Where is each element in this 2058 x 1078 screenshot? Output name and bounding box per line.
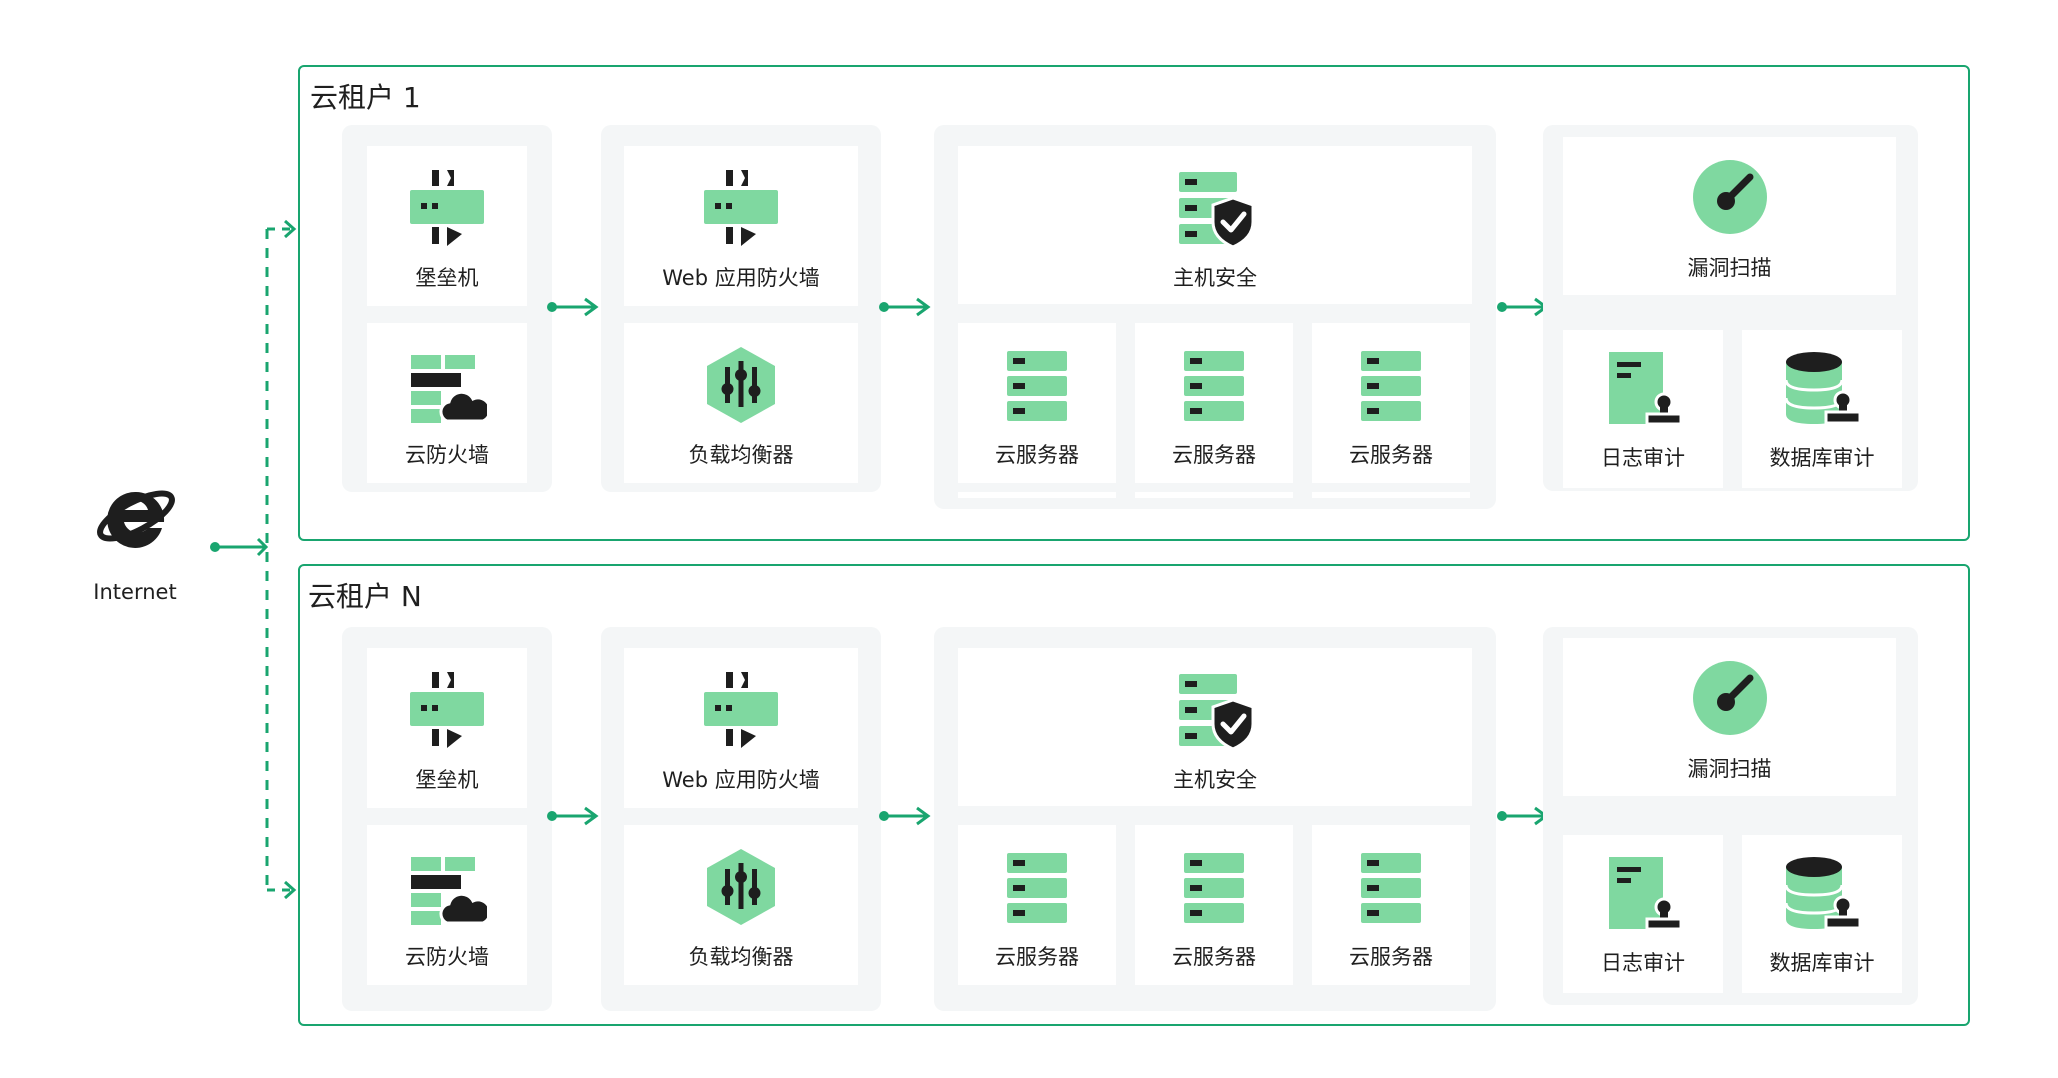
- card-label: 云服务器: [1349, 945, 1433, 969]
- card-cloud-server: 云服务器: [958, 825, 1116, 985]
- stack-edge: [958, 492, 1116, 498]
- card-label: 云防火墙: [405, 945, 489, 969]
- internet-explorer-icon: [90, 480, 180, 562]
- card-label: 数据库审计: [1769, 951, 1875, 975]
- card-label: 主机安全: [1173, 266, 1257, 290]
- bastion-host-icon: [407, 168, 487, 248]
- flow-arrow-icon: [547, 806, 601, 826]
- database-audit-icon: [1782, 350, 1862, 430]
- card-label: 云防火墙: [405, 443, 489, 467]
- card-label: 负载均衡器: [688, 443, 794, 467]
- card-load-balancer: 负载均衡器: [624, 825, 858, 985]
- card-cloud-server: 云服务器: [1312, 825, 1470, 985]
- load-balancer-icon: [701, 847, 781, 927]
- host-security-icon: [1175, 170, 1255, 250]
- card-cloud-server: 云服务器: [1312, 323, 1470, 483]
- tenant-title: 云租户 N: [308, 580, 422, 613]
- card-database-audit: 数据库审计: [1742, 835, 1902, 993]
- card-cloud-firewall: 云防火墙: [367, 825, 527, 985]
- card-label: 漏洞扫描: [1687, 757, 1772, 781]
- card-label: 日志审计: [1601, 951, 1685, 975]
- card-waf: Web 应用防火墙: [624, 146, 858, 306]
- stack-edge: [1312, 492, 1470, 498]
- load-balancer-icon: [701, 345, 781, 425]
- cloud-firewall-icon: [407, 349, 487, 429]
- card-label: 堡垒机: [415, 768, 479, 792]
- card-bastion-host: 堡垒机: [367, 146, 527, 306]
- card-label: 主机安全: [1173, 768, 1257, 792]
- card-cloud-firewall: 云防火墙: [367, 323, 527, 483]
- tenant-box-n: [298, 564, 1970, 1026]
- stack-edge: [1135, 492, 1293, 498]
- waf-icon: [701, 670, 781, 750]
- card-database-audit: 数据库审计: [1742, 330, 1902, 488]
- log-audit-icon: [1603, 855, 1683, 935]
- card-label: 堡垒机: [415, 266, 479, 290]
- flow-arrow-icon: [879, 806, 933, 826]
- card-label: 负载均衡器: [688, 945, 794, 969]
- card-cloud-server: 云服务器: [1135, 323, 1293, 483]
- vulnerability-scan-icon: [1690, 157, 1770, 237]
- database-audit-icon: [1782, 855, 1862, 935]
- internet-label: Internet: [93, 580, 177, 604]
- waf-icon: [701, 168, 781, 248]
- flow-arrow-icon: [879, 297, 933, 317]
- card-bastion-host: 堡垒机: [367, 648, 527, 808]
- card-vulnerability-scan: 漏洞扫描: [1563, 137, 1896, 295]
- cloud-server-icon: [1174, 849, 1254, 929]
- cloud-server-icon: [997, 849, 1077, 929]
- card-log-audit: 日志审计: [1563, 330, 1723, 488]
- card-label: 数据库审计: [1769, 446, 1875, 470]
- card-load-balancer: 负载均衡器: [624, 323, 858, 483]
- card-label: 云服务器: [1349, 443, 1433, 467]
- card-vulnerability-scan: 漏洞扫描: [1563, 638, 1896, 796]
- card-host-security: 主机安全: [958, 146, 1472, 304]
- card-waf: Web 应用防火墙: [624, 648, 858, 808]
- bastion-host-icon: [407, 670, 487, 750]
- host-security-icon: [1175, 672, 1255, 752]
- tenant-box-1: [298, 65, 1970, 541]
- card-label: Web 应用防火墙: [662, 266, 820, 290]
- internet-node: Internet: [80, 480, 190, 620]
- flow-arrow-icon: [547, 297, 601, 317]
- vulnerability-scan-icon: [1690, 658, 1770, 738]
- internet-connector: [210, 219, 297, 900]
- card-host-security: 主机安全: [958, 648, 1472, 806]
- card-label: 云服务器: [995, 443, 1079, 467]
- cloud-server-icon: [1351, 849, 1431, 929]
- cloud-server-icon: [1351, 347, 1431, 427]
- cloud-firewall-icon: [407, 851, 487, 931]
- log-audit-icon: [1603, 350, 1683, 430]
- card-label: 云服务器: [1172, 945, 1256, 969]
- card-label: 漏洞扫描: [1687, 256, 1772, 280]
- card-label: 日志审计: [1601, 446, 1685, 470]
- card-label: Web 应用防火墙: [662, 768, 820, 792]
- card-cloud-server: 云服务器: [1135, 825, 1293, 985]
- cloud-server-icon: [1174, 347, 1254, 427]
- card-label: 云服务器: [1172, 443, 1256, 467]
- card-label: 云服务器: [995, 945, 1079, 969]
- cloud-server-icon: [997, 347, 1077, 427]
- tenant-title: 云租户 1: [310, 81, 421, 114]
- card-log-audit: 日志审计: [1563, 835, 1723, 993]
- card-cloud-server: 云服务器: [958, 323, 1116, 483]
